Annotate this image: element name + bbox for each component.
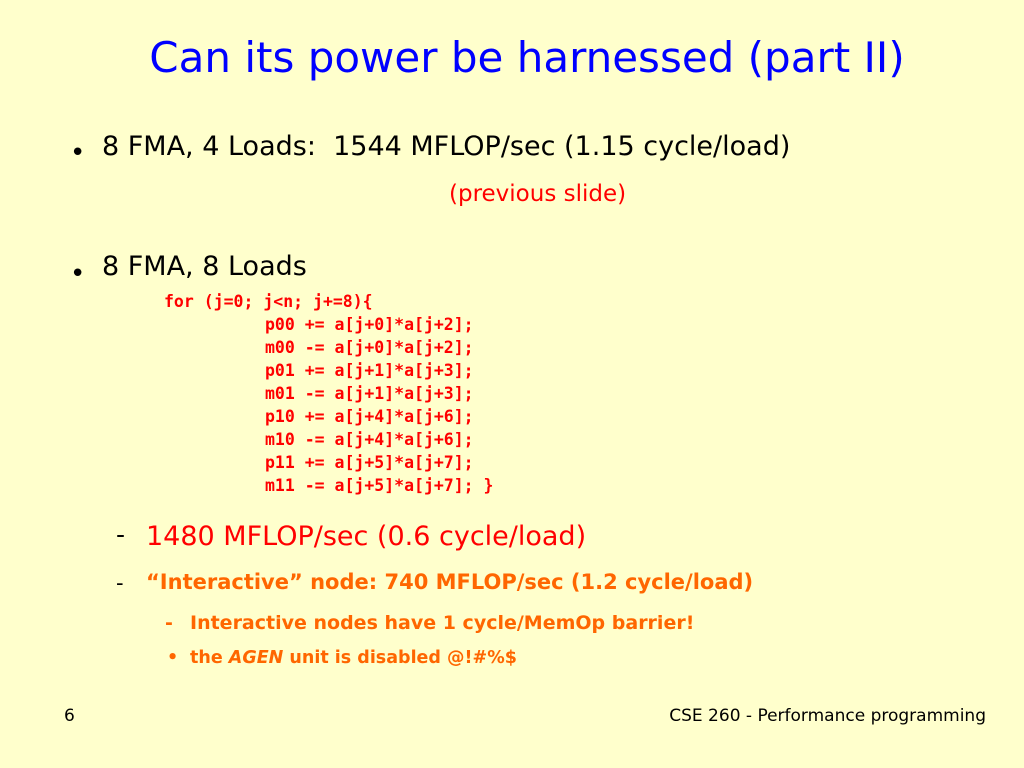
text-part: unit is disabled @!#%$ — [283, 648, 517, 668]
slide-title: Can its power be harnessed (part II) — [149, 33, 905, 82]
agen-term: AGEN — [228, 648, 284, 668]
code-line: p11 += a[j+5]*a[j+7]; — [265, 453, 474, 472]
bullet-1-text: 8 FMA, 4 Loads: 1544 MFLOP/sec (1.15 cyc… — [102, 131, 791, 162]
sub-bullet-1-text: 1480 MFLOP/sec (0.6 cycle/load) — [146, 521, 587, 552]
code-line: for (j=0; j<n; j+=8){ — [164, 292, 373, 311]
bullet-1-note: (previous slide) — [449, 181, 627, 207]
code-line: m01 -= a[j+1]*a[j+3]; — [265, 384, 474, 403]
footer-course: CSE 260 - Performance programming — [669, 706, 986, 726]
sub-bullet-2-text: “Interactive” node: 740 MFLOP/sec (1.2 c… — [146, 570, 754, 594]
bullet-marker: • — [70, 138, 86, 168]
bullet-2-text: 8 FMA, 8 Loads — [102, 251, 307, 282]
sub-bullet-marker: - — [116, 571, 124, 595]
sub-sub-bullet-4-text: the AGEN unit is disabled @!#%$ — [190, 648, 517, 669]
sub-sub-bullet-marker: - — [165, 612, 173, 634]
page-number: 6 — [64, 706, 75, 726]
code-line: m10 -= a[j+4]*a[j+6]; — [265, 430, 474, 449]
code-line: p00 += a[j+0]*a[j+2]; — [265, 315, 474, 334]
code-line: m00 -= a[j+0]*a[j+2]; — [265, 338, 474, 357]
code-line: p10 += a[j+4]*a[j+6]; — [265, 407, 474, 426]
bullet-marker: • — [70, 259, 86, 289]
text-part: the — [190, 648, 229, 668]
code-line: p01 += a[j+1]*a[j+3]; — [265, 361, 474, 380]
code-line: m11 -= a[j+5]*a[j+7]; } — [265, 476, 494, 495]
sub-sub-bullet-marker: • — [167, 648, 179, 668]
sub-bullet-marker: - — [116, 520, 126, 549]
sub-sub-bullet-3-text: Interactive nodes have 1 cycle/MemOp bar… — [190, 612, 695, 634]
